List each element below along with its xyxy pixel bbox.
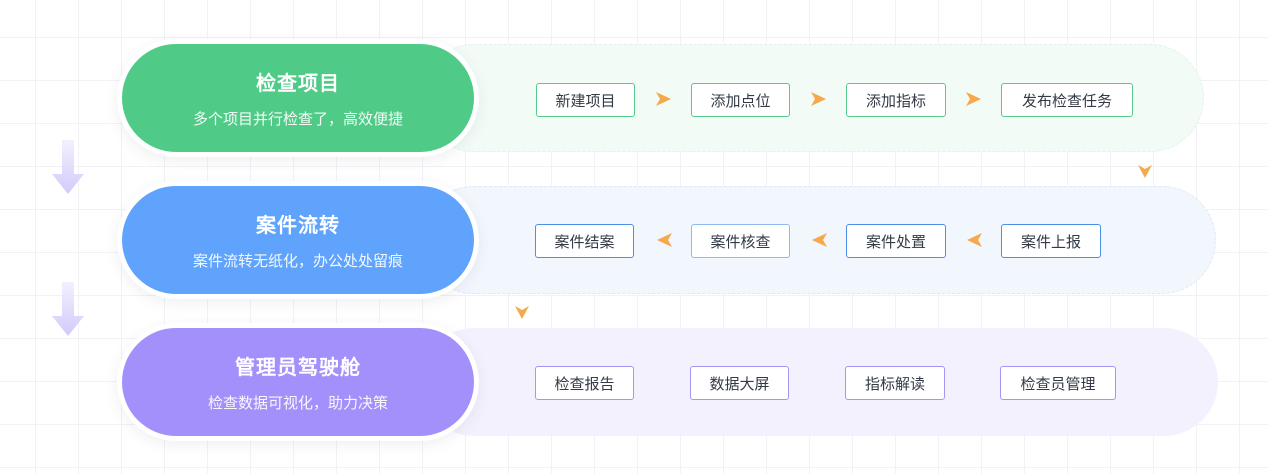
category-pill-body: 案件流转 案件流转无纸化，办公处处留痕 — [122, 186, 474, 294]
step-publish-task[interactable]: 发布检查任务 — [1001, 83, 1133, 117]
category-pill-inspection[interactable]: 检查项目 多个项目并行检查了，高效便捷 — [117, 39, 479, 157]
category-title: 管理员驾驶舱 — [235, 355, 361, 379]
step-case-close[interactable]: 案件结案 — [535, 224, 634, 258]
step-inspector-management[interactable]: 检查员管理 — [1000, 366, 1116, 400]
down-arrow-icon — [52, 282, 84, 336]
arrow-down-icon — [1138, 165, 1152, 178]
category-subtitle: 案件流转无纸化，办公处处留痕 — [192, 252, 403, 270]
arrow-right-icon — [811, 92, 826, 106]
category-subtitle: 检查数据可视化，助力决策 — [207, 394, 388, 412]
arrow-down-icon — [515, 306, 529, 319]
step-new-project[interactable]: 新建项目 — [536, 83, 635, 117]
step-add-point[interactable]: 添加点位 — [691, 83, 790, 117]
category-title: 检查项目 — [256, 71, 340, 95]
category-pill-body: 检查项目 多个项目并行检查了，高效便捷 — [122, 44, 474, 152]
category-title: 案件流转 — [256, 213, 340, 237]
category-pill-body: 管理员驾驶舱 检查数据可视化，助力决策 — [122, 328, 474, 436]
down-arrow-icon — [52, 140, 84, 194]
arrow-left-icon — [812, 233, 827, 247]
step-inspection-report[interactable]: 检查报告 — [535, 366, 634, 400]
step-case-handle[interactable]: 案件处置 — [846, 224, 946, 258]
category-subtitle: 多个项目并行检查了，高效便捷 — [192, 110, 403, 128]
step-case-report[interactable]: 案件上报 — [1001, 224, 1101, 258]
arrow-right-icon — [966, 92, 981, 106]
category-pill-admin-cockpit[interactable]: 管理员驾驶舱 检查数据可视化，助力决策 — [117, 323, 479, 441]
arrow-left-icon — [967, 233, 982, 247]
arrow-right-icon — [656, 92, 671, 106]
arrow-left-icon — [657, 233, 672, 247]
step-indicator-interpretation[interactable]: 指标解读 — [845, 366, 945, 400]
category-pill-case-flow[interactable]: 案件流转 案件流转无纸化，办公处处留痕 — [117, 181, 479, 299]
step-case-verify[interactable]: 案件核查 — [691, 224, 790, 258]
step-add-indicator[interactable]: 添加指标 — [846, 83, 946, 117]
step-data-screen[interactable]: 数据大屏 — [690, 366, 789, 400]
